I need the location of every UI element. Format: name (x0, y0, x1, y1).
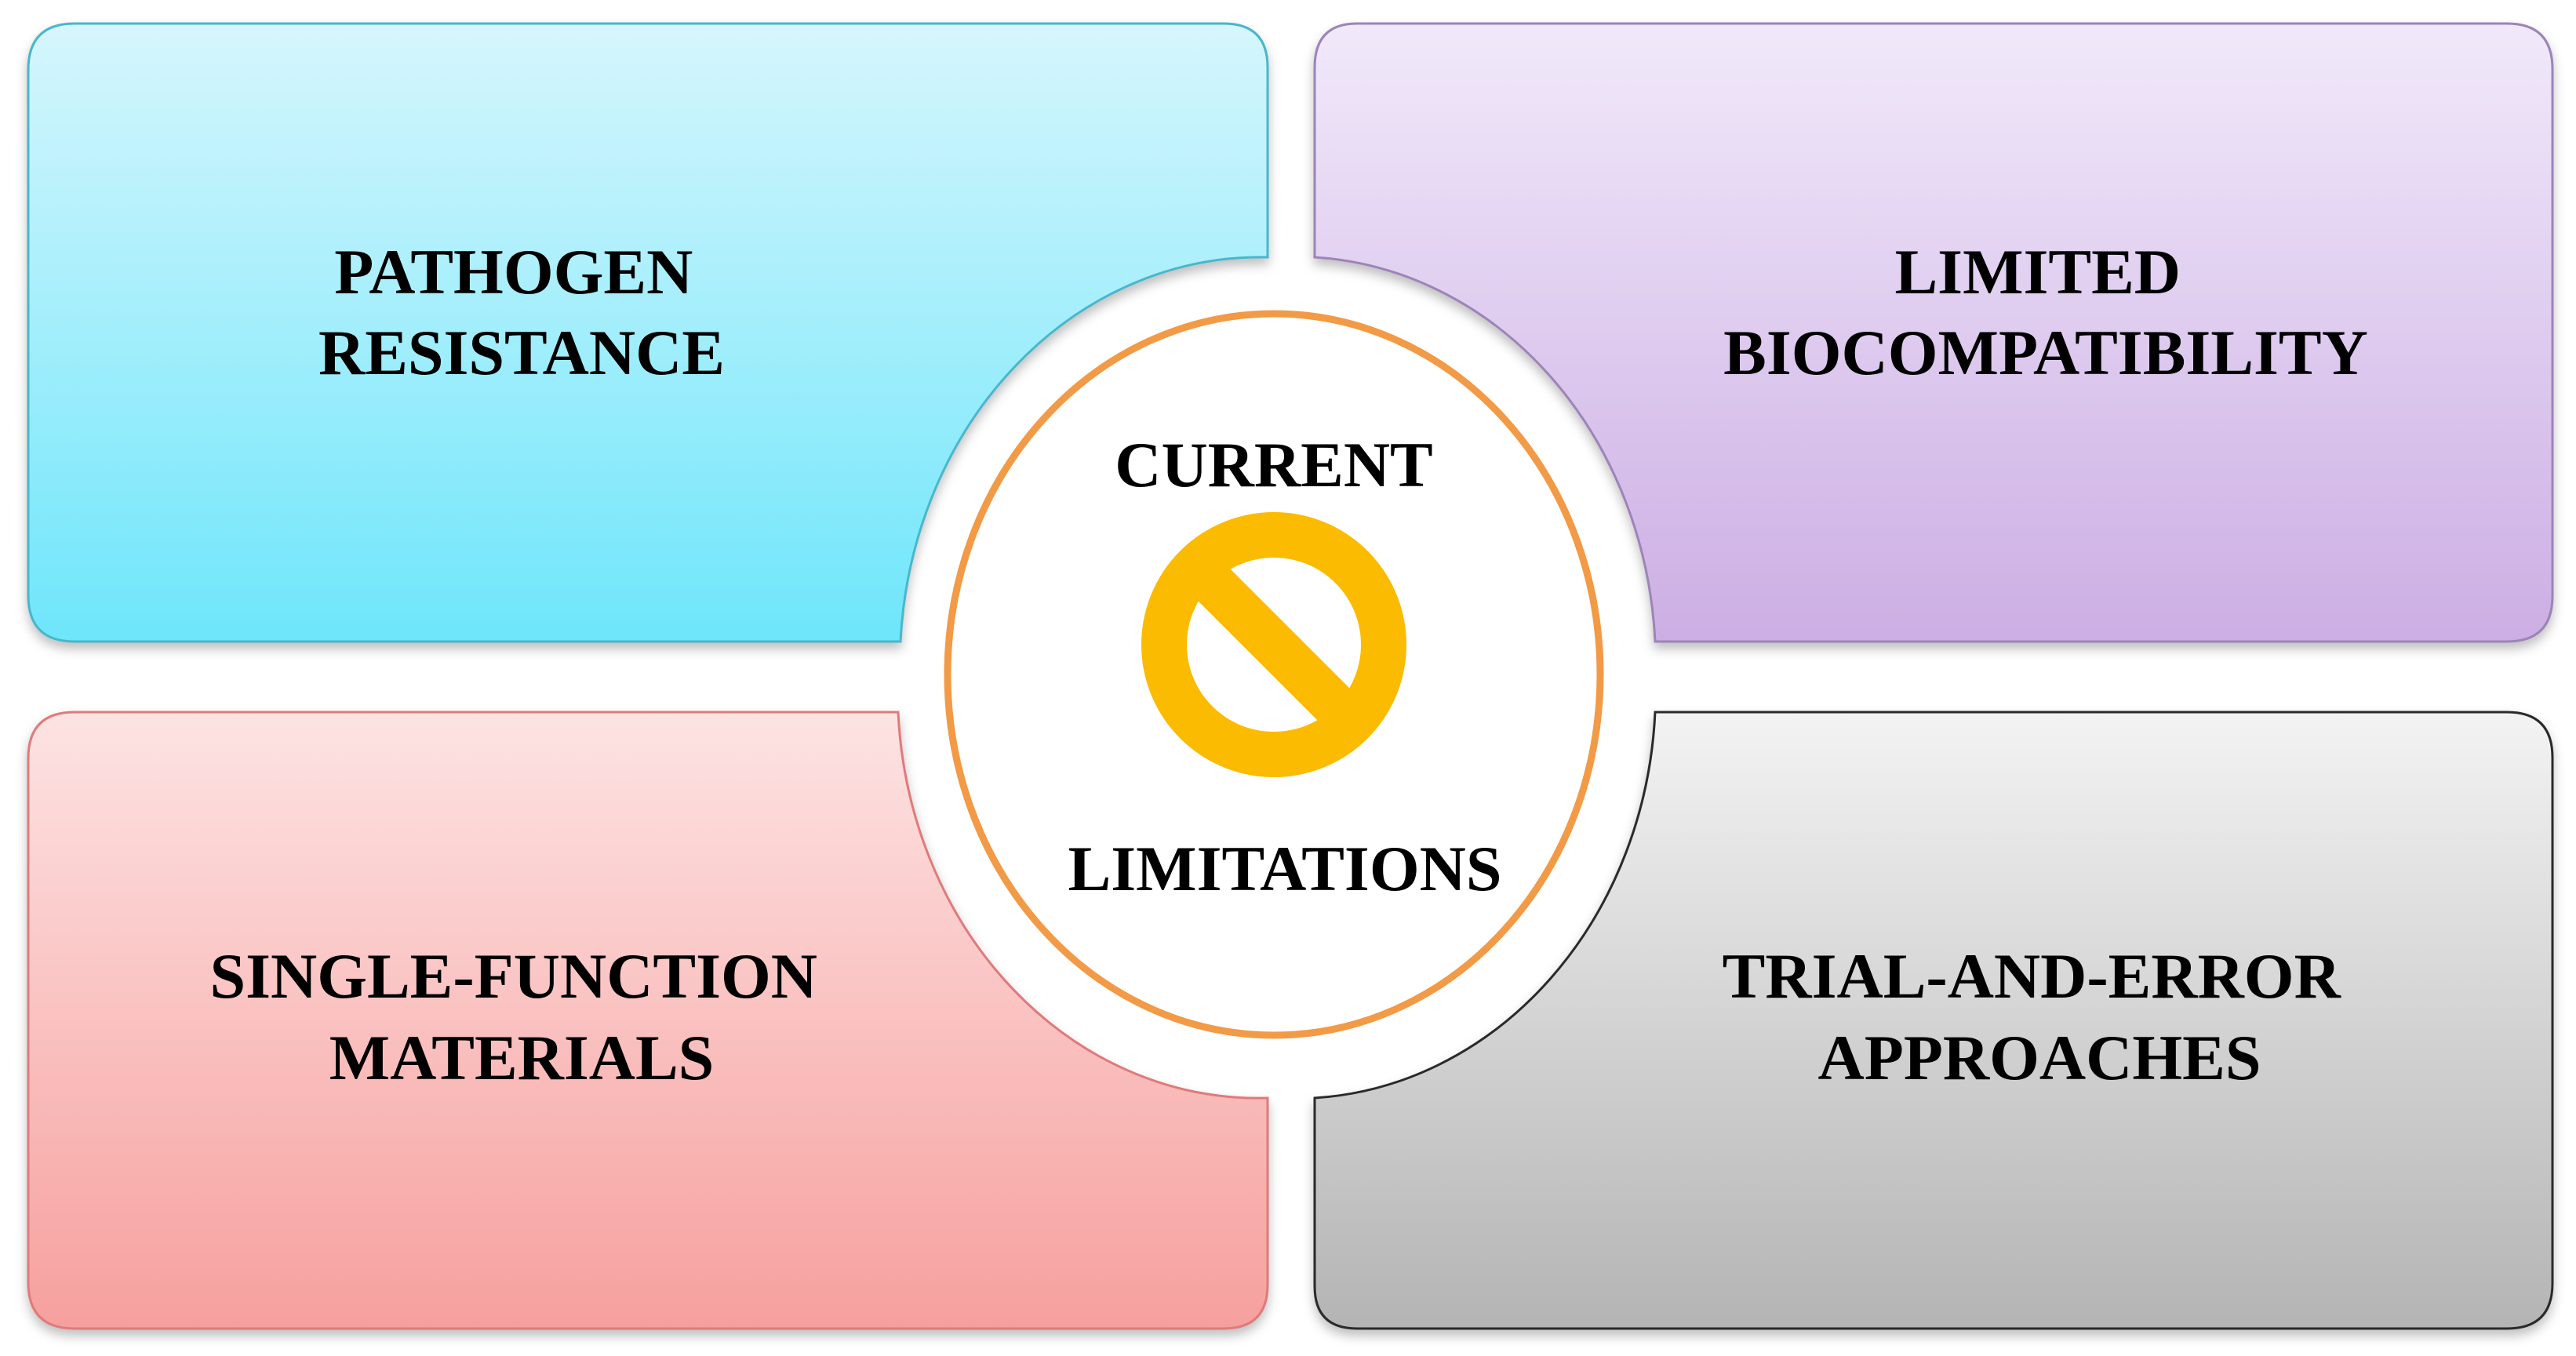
svg-text:SINGLE-FUNCTION MATERIAL: SINGLE-FUNCTION MATERIALS (209, 940, 833, 1093)
quadrant-label-line: BIOCOMPATIBILITY (1723, 317, 2368, 388)
quadrant-label-line: SINGLE-FUNCTION (209, 940, 817, 1012)
svg-text:PATHOGEN RESISTANCE: PATHOGEN RESISTANCE (318, 236, 725, 388)
quadrant-shape (27, 22, 1269, 643)
quadrant-pathogen-resistance: PATHOGEN RESISTANCE (27, 22, 1269, 643)
center-circle: CURRENT LIMITATIONS (944, 310, 1604, 1039)
quadrant-shape (1313, 711, 2554, 1330)
quadrant-label-line: MATERIALS (329, 1022, 715, 1093)
prohibited-icon (1141, 512, 1406, 777)
quadrant-label-line: APPROACHES (1818, 1022, 2261, 1093)
quadrant-shape (1313, 22, 2554, 643)
quadrant-label-line: RESISTANCE (318, 317, 725, 388)
svg-text:TRIAL-AND-ERROR APPROACH: TRIAL-AND-ERROR APPROACHES (1723, 940, 2357, 1093)
quadrant-label-line: PATHOGEN (334, 236, 693, 307)
quadrant-label-line: LIMITED (1894, 236, 2181, 307)
quadrant-single-function-materials: SINGLE-FUNCTION MATERIALS (27, 711, 1269, 1330)
quadrant-trial-and-error-approaches: TRIAL-AND-ERROR APPROACHES (1313, 711, 2554, 1330)
quadrant-limited-biocompatibility: LIMITED BIOCOMPATIBILITY (1313, 22, 2554, 643)
svg-text:LIMITED BIOCOMPATIBILITY: LIMITED BIOCOMPATIBILITY (1723, 236, 2368, 388)
center-label-limitations: LIMITATIONS (1068, 833, 1502, 904)
center-label-current: CURRENT (1115, 429, 1432, 500)
quadrant-shape (27, 711, 1269, 1330)
quadrant-label-line: TRIAL-AND-ERROR (1723, 940, 2341, 1012)
